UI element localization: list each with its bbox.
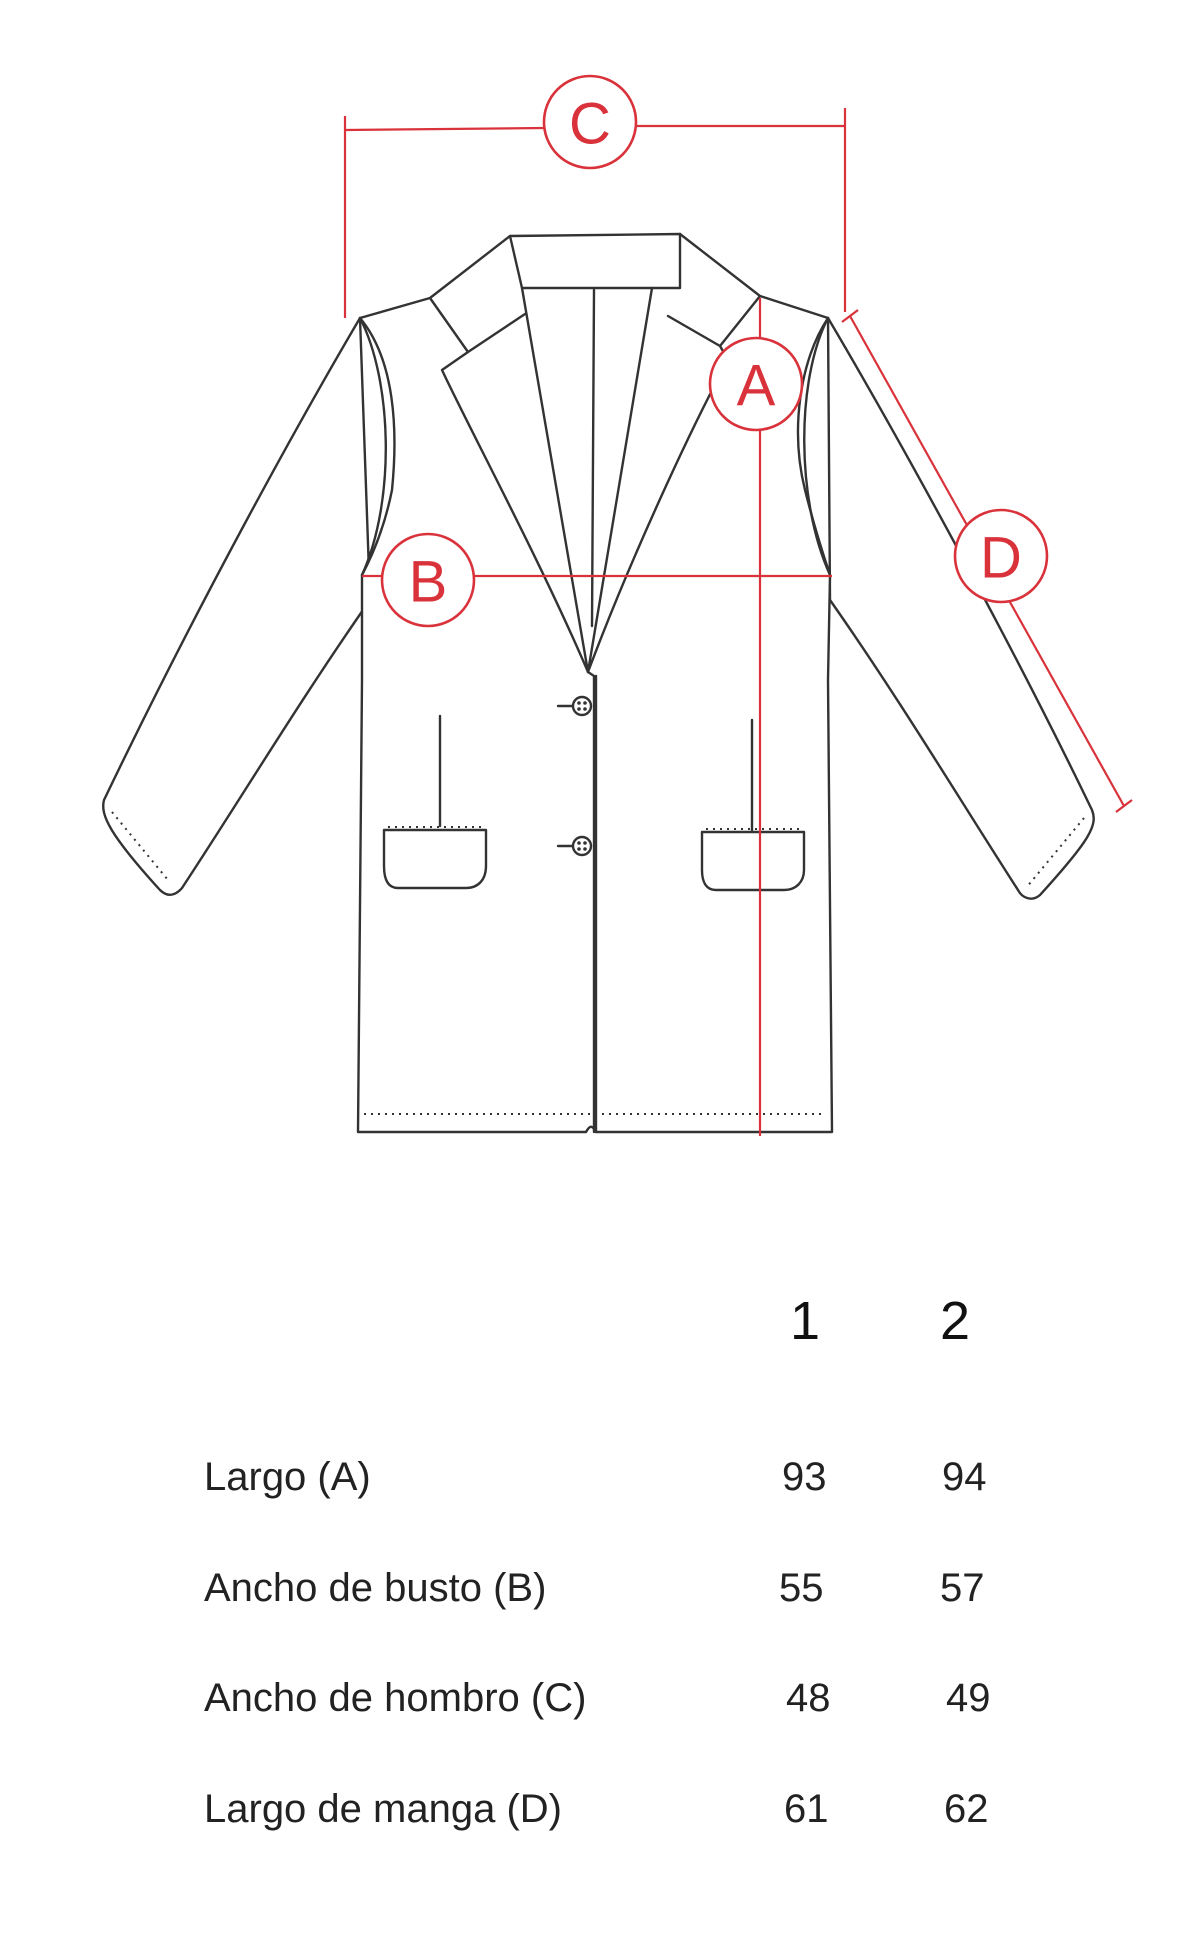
collar-back (508, 232, 682, 290)
center-front-line (586, 288, 596, 1134)
row-value-1: 55 (779, 1566, 824, 1610)
table-row: Ancho de busto (B) 55 57 (0, 1566, 1204, 1626)
size-table: 1 2 Largo (A) 93 94 Ancho de busto (B) 5… (0, 1290, 1204, 1850)
right-pocket (700, 718, 806, 892)
row-value-1: 93 (782, 1455, 827, 1499)
button-bottom (556, 835, 593, 857)
measure-c: C (343, 74, 847, 318)
marker-d: D (980, 526, 1022, 591)
right-cuff-stitching (1025, 817, 1085, 889)
row-value-1: 48 (786, 1676, 831, 1720)
row-value-2: 57 (940, 1566, 985, 1610)
right-armhole (803, 316, 832, 577)
row-label: Largo de manga (D) (204, 1787, 562, 1831)
button-top (556, 695, 593, 717)
jacket-measurement-diagram: C A B D (102, 74, 1133, 1136)
table-row: Largo de manga (D) 61 62 (0, 1787, 1204, 1847)
measure-d: D (841, 309, 1133, 813)
row-value-2: 94 (942, 1455, 987, 1499)
size-column-2: 2 (940, 1291, 971, 1351)
table-row: Largo (A) 93 94 (0, 1455, 1204, 1515)
table-row: Ancho de hombro (C) 48 49 (0, 1676, 1204, 1736)
right-sleeve (826, 316, 1095, 900)
left-armhole (358, 316, 387, 577)
row-value-2: 62 (944, 1787, 989, 1831)
row-value-1: 61 (784, 1787, 829, 1831)
left-sleeve (102, 316, 372, 896)
left-pocket (382, 714, 488, 890)
marker-a: A (737, 354, 776, 419)
measure-a: A (708, 298, 804, 1136)
row-label: Ancho de hombro (C) (204, 1676, 587, 1720)
marker-b: B (409, 550, 448, 615)
row-label: Largo (A) (204, 1455, 371, 1499)
row-value-2: 49 (946, 1676, 991, 1720)
marker-c: C (569, 92, 611, 157)
left-lapel (428, 286, 590, 674)
left-cuff-stitching (111, 811, 169, 881)
measure-b: B (362, 532, 832, 628)
row-label: Ancho de busto (B) (204, 1566, 547, 1610)
size-column-1: 1 (790, 1291, 821, 1351)
